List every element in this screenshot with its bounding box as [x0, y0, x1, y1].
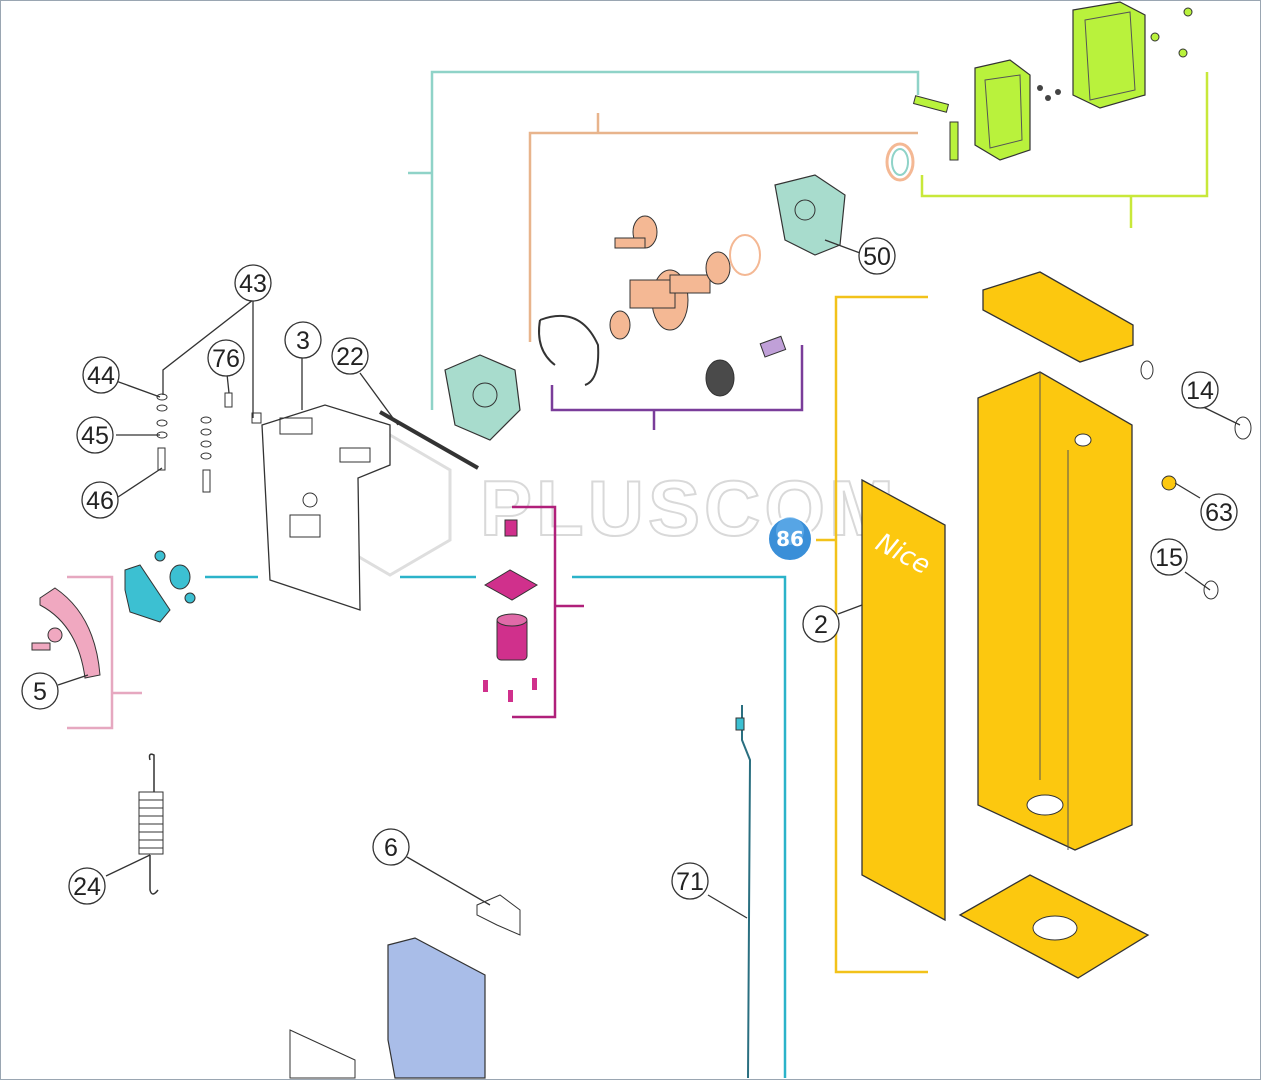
- svg-text:45: 45: [81, 422, 109, 450]
- cyan-cam-bracket: [124, 550, 196, 623]
- callout-45: 45: [76, 416, 114, 454]
- purple-bracket: [550, 345, 804, 412]
- mint-flange-plate: [444, 354, 521, 441]
- peach-bracket: [528, 131, 918, 342]
- svg-text:22: 22: [336, 343, 364, 371]
- svg-text:15: 15: [1155, 544, 1183, 572]
- cyan-line-right: [572, 575, 787, 1078]
- callout-44: 44: [82, 356, 120, 394]
- gear-cover-part-50: [774, 142, 915, 256]
- svg-text:63: 63: [1205, 499, 1233, 527]
- callout-14: 14: [1181, 371, 1219, 409]
- callout-24: 24: [68, 867, 106, 905]
- peach-gear-shaft: [609, 215, 761, 340]
- purple-clip-pinion: [538, 315, 787, 397]
- svg-text:3: 3: [296, 327, 310, 355]
- small-bracket-part-6: [476, 894, 521, 936]
- pink-bracket: [67, 575, 114, 730]
- callout-22: 22: [331, 337, 369, 375]
- callout-76: 76: [207, 339, 245, 377]
- yellow-cabinet: Nice: [861, 271, 1252, 979]
- tension-spring-part-24: [138, 753, 164, 895]
- magenta-motor-assembly: [483, 519, 538, 702]
- svg-text:50: 50: [863, 243, 891, 271]
- svg-text:76: 76: [212, 345, 240, 373]
- callout-50: 50: [858, 237, 896, 275]
- pink-limit-arm-part-5: [31, 587, 101, 679]
- lime-gearbox-housing: [912, 1, 1193, 161]
- teal-bracket: [430, 70, 920, 410]
- watermark: PLUSCOM: [328, 433, 895, 577]
- svg-text:2: 2: [814, 611, 828, 639]
- lime-bracket: [920, 72, 1209, 198]
- svg-text:44: 44: [87, 362, 115, 390]
- callout-15: 15: [1150, 538, 1188, 576]
- callout-2: 2: [802, 605, 840, 643]
- svg-text:5: 5: [33, 678, 47, 706]
- cable-part-71: [735, 705, 752, 1079]
- leader-lines: [57, 239, 1241, 919]
- callout-6: 6: [372, 828, 410, 866]
- svg-text:6: 6: [384, 834, 398, 862]
- callout-3: 3: [284, 321, 322, 359]
- callout-63: 63: [1200, 493, 1238, 531]
- blue-control-box: [289, 937, 486, 1079]
- svg-text:14: 14: [1186, 377, 1214, 405]
- callout-71: 71: [671, 862, 709, 900]
- callout-43: 43: [234, 264, 272, 302]
- svg-text:71: 71: [676, 868, 704, 896]
- main-bracket-plate-part-3: [261, 404, 479, 611]
- badge-text: 86: [776, 527, 804, 551]
- svg-text:46: 46: [86, 487, 114, 515]
- svg-text:24: 24: [73, 873, 101, 901]
- screw-washer-stack: [156, 392, 262, 493]
- callout-46: 46: [81, 481, 119, 519]
- callout-5: 5: [21, 672, 59, 710]
- svg-text:43: 43: [239, 270, 267, 298]
- magenta-bracket: [512, 505, 557, 719]
- badge-86: 86: [767, 516, 813, 562]
- callouts: 43 44 45 46 76 3 22 50 14 63 15 2 5 24 6…: [21, 237, 1238, 905]
